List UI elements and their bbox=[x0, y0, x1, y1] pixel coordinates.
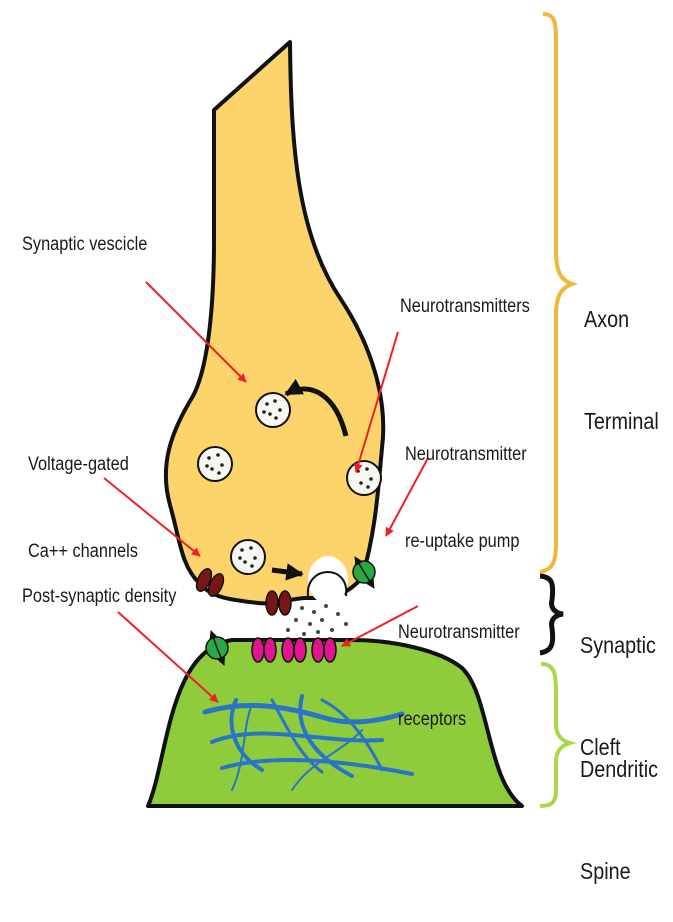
axon-terminal-body bbox=[166, 42, 383, 603]
region-synaptic-cleft-line1: Synaptic bbox=[580, 628, 656, 662]
label-receptors: Neurotransmitter receptors bbox=[398, 560, 520, 763]
axon-terminal-brace bbox=[540, 14, 572, 572]
label-receptors-line2: receptors bbox=[398, 705, 520, 734]
region-axon-terminal: Axon Terminal bbox=[584, 234, 659, 472]
label-neurotransmitters: Neurotransmitters bbox=[400, 292, 530, 321]
label-reuptake-line1: Neurotransmitter bbox=[405, 440, 527, 469]
label-voltage-gated-channels: Voltage-gated Ca++ channels bbox=[28, 392, 138, 595]
label-voltage-gated-line1: Voltage-gated bbox=[28, 450, 138, 479]
label-synaptic-vesicle: Synaptic vescicle bbox=[22, 230, 147, 259]
region-axon-terminal-line2: Terminal bbox=[584, 404, 659, 438]
synaptic-cleft-brace bbox=[540, 576, 563, 653]
dendritic-spine-brace bbox=[540, 664, 570, 806]
region-dendritic-spine-line1: Dendritic bbox=[580, 752, 658, 786]
region-axon-terminal-line1: Axon bbox=[584, 302, 659, 336]
label-reuptake-pump: Neurotransmitter re-uptake pump bbox=[405, 382, 527, 585]
label-post-synaptic-density: Post-synaptic density bbox=[22, 582, 176, 611]
label-voltage-gated-line2: Ca++ channels bbox=[28, 537, 138, 566]
label-receptors-line1: Neurotransmitter bbox=[398, 618, 520, 647]
released-neurotransmitters bbox=[286, 604, 348, 636]
region-dendritic-spine-line2: Spine bbox=[580, 854, 658, 888]
region-dendritic-spine: Dendritic Spine bbox=[580, 684, 658, 922]
label-reuptake-line2: re-uptake pump bbox=[405, 527, 527, 556]
